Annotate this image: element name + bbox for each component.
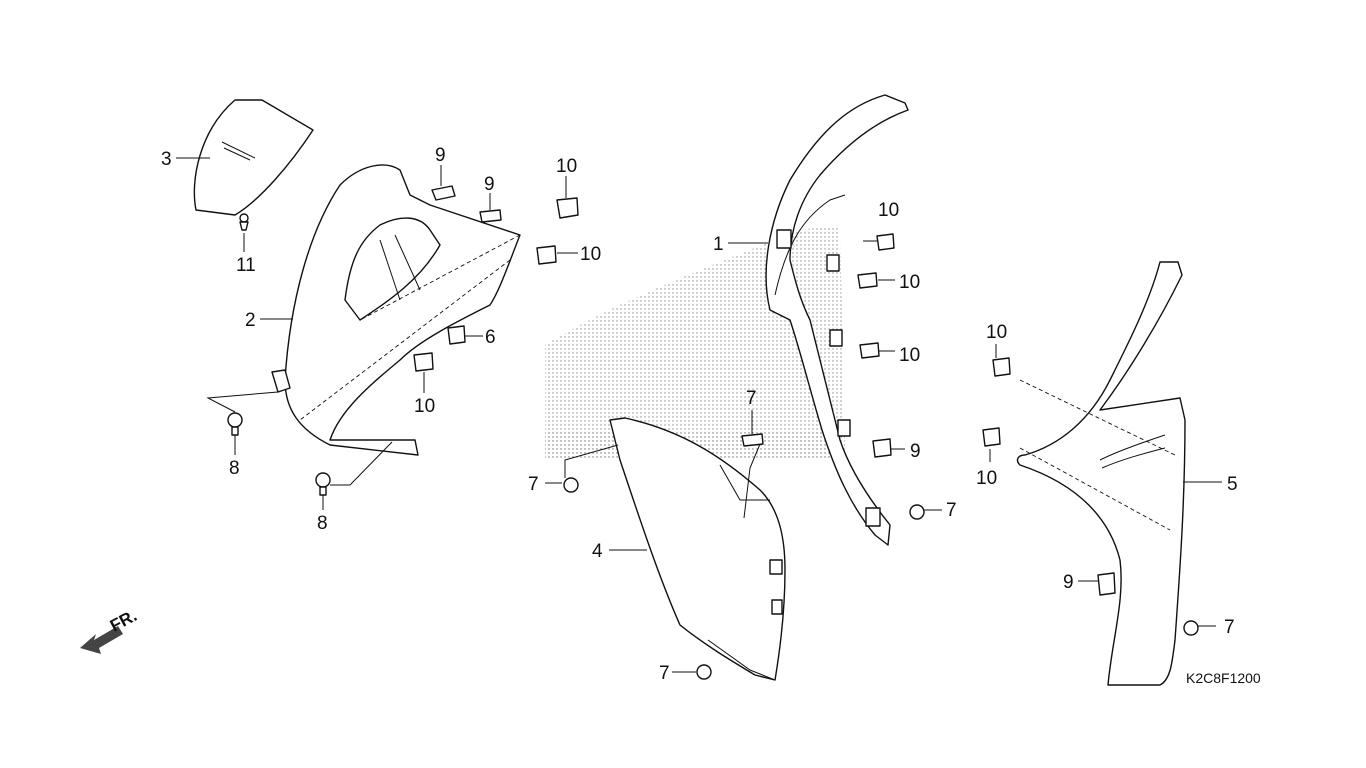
callout-10a: 10 (556, 156, 577, 177)
clip-9d (1097, 572, 1116, 596)
callout-4: 4 (592, 541, 603, 562)
screw-8b (315, 472, 331, 496)
callout-10c: 10 (414, 396, 435, 417)
callout-10b: 10 (580, 244, 601, 265)
part-4-lower-cover (609, 417, 786, 681)
part-6-pad (447, 325, 466, 345)
leader-lines (176, 157, 1222, 681)
part-11-screw (239, 213, 249, 231)
callout-8a: 8 (229, 458, 240, 479)
callout-9b: 9 (484, 174, 495, 195)
callout-10e: 10 (899, 272, 920, 293)
callout-8b: 8 (317, 513, 328, 534)
clip-7a (563, 477, 579, 493)
callout-9d: 9 (1063, 572, 1074, 593)
part-1-inner-frame (765, 94, 909, 546)
clip-10g (992, 357, 1011, 377)
part-5-side-cover (1016, 261, 1186, 686)
clip-10a (556, 197, 579, 219)
clip-10f (859, 342, 880, 359)
callout-7c: 7 (659, 663, 670, 684)
clip-7c (696, 664, 712, 680)
callout-7e: 7 (1224, 617, 1235, 638)
clip-9b (479, 209, 502, 223)
callout-10d: 10 (878, 200, 899, 221)
callout-1: 1 (713, 234, 724, 255)
callout-7a: 7 (528, 474, 539, 495)
callout-10g: 10 (986, 322, 1007, 343)
callout-5: 5 (1227, 474, 1238, 495)
front-direction-arrow: FR. (80, 606, 140, 654)
callout-2: 2 (245, 310, 256, 331)
clip-7b (741, 433, 764, 447)
callout-10f: 10 (899, 345, 920, 366)
callout-3: 3 (161, 149, 172, 170)
figure-code: K2C8F1200 (1186, 670, 1261, 686)
callout-7b: 7 (746, 388, 757, 409)
clip-10b (536, 245, 557, 265)
part-3-windscreen (193, 99, 314, 216)
callout-numbers: 3 11 2 9 9 10 10 6 10 8 8 1 10 10 10 9 7… (161, 145, 1238, 684)
clip-10d (876, 233, 895, 251)
callout-11: 11 (236, 255, 256, 276)
callout-10h: 10 (976, 468, 997, 489)
clip-10c (413, 352, 434, 372)
part-2-front-cover (271, 164, 521, 456)
clip-9a (431, 185, 456, 201)
callout-9a: 9 (435, 145, 446, 166)
clip-9c (872, 438, 892, 458)
clip-7d (909, 504, 925, 520)
screw-8a (227, 412, 243, 436)
clip-10e (857, 272, 878, 289)
callout-7d: 7 (946, 500, 957, 521)
clip-10h (982, 427, 1001, 447)
callout-6: 6 (485, 327, 496, 348)
clip-7e (1183, 620, 1199, 636)
callout-9c: 9 (910, 441, 921, 462)
